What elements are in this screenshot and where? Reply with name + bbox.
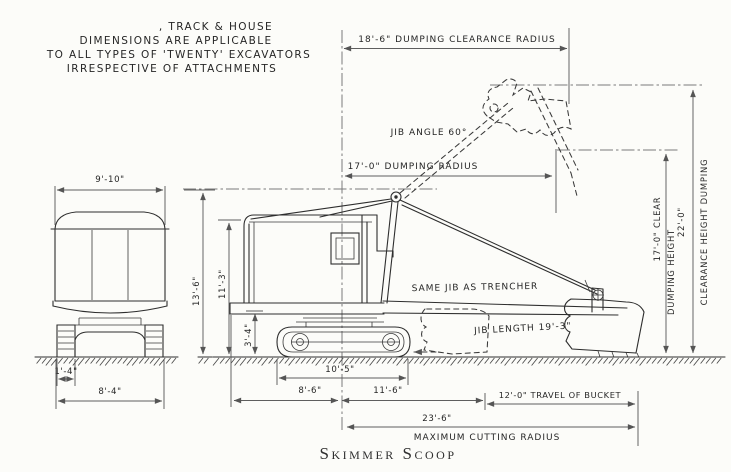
side-view — [229, 191, 645, 358]
raised-bucket-dashed — [399, 78, 579, 199]
note-line-1: , TRACK & HOUSE — [159, 21, 273, 33]
bottom-dims: 10'-5" 8'-6" 11'-6" 12'-0" TRAVEL OF BUC… — [230, 315, 639, 446]
rear-view — [50, 211, 170, 358]
drawing-title: Skimmer Scoop — [319, 444, 456, 463]
dumping-clearance-radius-dim: 18'-6" DUMPING CLEARANCE RADIUS — [343, 28, 570, 104]
note-line-3: TO ALL TYPES OF 'TWENTY' EXCAVATORS — [46, 49, 311, 61]
note-block: , TRACK & HOUSE DIMENSIONS ARE APPLICABL… — [46, 21, 311, 75]
track-shoe-width-dim: 1'-4" — [54, 367, 77, 377]
dumping-height-dims: 17'-0" CLEAR DUMPING HEIGHT 22'-0" CLEAR… — [652, 89, 709, 354]
clearance-height-value: 22'-0" — [676, 207, 686, 237]
track-length-dim: 10'-5" — [325, 365, 354, 375]
center-to-front-dim: 11'-6" — [373, 386, 402, 396]
rear-view-dims: 9'-10" 1'-4" 8'-4" — [54, 175, 166, 409]
bucket-travel-dim: 12'-0" TRAVEL OF BUCKET — [499, 390, 622, 400]
overall-height-dim: 13'-6" — [191, 276, 201, 306]
jib-length-label: JIB LENGTH 19'-3" — [473, 321, 572, 336]
clear-dumping-height-label: DUMPING HEIGHT — [666, 229, 676, 315]
datum-lines — [183, 30, 702, 431]
platform-height-dim: 3'-4" — [243, 323, 253, 347]
dumping-radius-label: 17'-0" DUMPING RADIUS — [348, 162, 479, 172]
jib-angle-note: JIB ANGLE 60° — [390, 128, 468, 138]
clearance-height-label: CLEARANCE HEIGHT DUMPING — [699, 159, 709, 306]
cab-height-dim: 11'-3" — [217, 269, 227, 299]
jib-angle-label: JIB ANGLE 60° — [390, 128, 468, 138]
same-jib-label: SAME JIB AS TRENCHER — [412, 282, 539, 294]
dumping-clearance-radius-label: 18'-6" DUMPING CLEARANCE RADIUS — [358, 35, 556, 45]
ground-line — [34, 356, 726, 366]
height-dim-stack: 13'-6" 11'-3" 3'-4" — [184, 189, 263, 355]
dumping-radius-dim: 17'-0" DUMPING RADIUS — [344, 149, 557, 213]
clear-dumping-height-value: 17'-0" CLEAR — [652, 197, 662, 262]
max-cutting-radius-label: MAXIMUM CUTTING RADIUS — [414, 433, 561, 443]
note-line-4: IRRESPECTIVE OF ATTACHMENTS — [67, 63, 277, 75]
max-cutting-radius-value: 23'-6" — [422, 414, 451, 424]
house-width-dim: 9'-10" — [95, 175, 124, 185]
note-line-2: DIMENSIONS ARE APPLICABLE — [79, 35, 272, 47]
track-gauge-dim: 8'-4" — [98, 387, 121, 397]
rear-to-center-dim: 8'-6" — [298, 386, 321, 396]
